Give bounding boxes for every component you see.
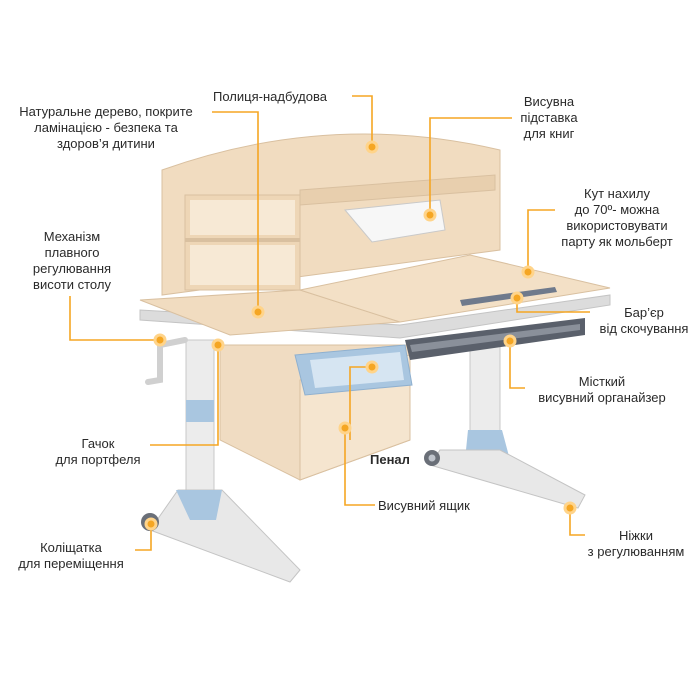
leader-legs	[569, 508, 585, 536]
label-natural-wood: Натуральне дерево, покрите ламінацією - …	[19, 104, 193, 151]
leader-height	[69, 296, 160, 341]
dot-hook	[211, 338, 225, 352]
leader-natural-wood	[212, 111, 259, 312]
label-barrier: Бар’єр від скочування	[599, 305, 689, 336]
dot-wheels	[144, 517, 158, 531]
right-leg	[424, 344, 586, 509]
label-height-mechanism: Механізм плавного регулювання висоти сто…	[32, 229, 112, 292]
leader-book-stand	[429, 117, 512, 215]
label-organizer: Місткий висувний органайзер	[538, 374, 666, 405]
organizer-drawer	[405, 318, 585, 360]
height-crank	[145, 337, 188, 385]
leader-lines	[69, 95, 590, 551]
hutch-left-cube	[184, 194, 301, 291]
callout-dots	[144, 140, 577, 531]
dot-tilt	[521, 265, 535, 279]
dot-organizer	[503, 334, 517, 348]
label-hook: Гачок для портфеля	[55, 436, 141, 467]
book-stand	[344, 199, 446, 243]
desk-illustration	[139, 133, 611, 583]
dot-height	[153, 333, 167, 347]
dot-barrier	[510, 291, 524, 305]
label-drawer: Висувний ящик	[378, 498, 470, 513]
label-wheels: Коліщатка для переміщення	[18, 540, 124, 571]
leader-pencil	[349, 366, 372, 440]
leader-organizer	[509, 341, 525, 389]
dot-book-stand	[423, 208, 437, 222]
leader-drawer	[344, 428, 375, 506]
leader-hook	[150, 345, 219, 446]
label-book-stand: Висувна підставка для книг	[520, 94, 578, 141]
leader-tilt	[527, 209, 555, 272]
dot-legs	[563, 501, 577, 515]
dot-drawer	[338, 421, 352, 435]
leader-shelf	[352, 95, 373, 147]
barrier-strip	[460, 287, 557, 306]
pencil-case-tray	[294, 344, 413, 396]
label-shelf: Полиця-надбудова	[213, 89, 327, 104]
label-legs: Ніжки з регулюванням	[587, 528, 685, 559]
left-leg	[149, 339, 301, 583]
label-pencil-case: Пенал	[370, 452, 410, 467]
dot-natural-wood	[251, 305, 265, 319]
dot-pencil	[365, 360, 379, 374]
leader-wheels	[135, 524, 152, 551]
label-tilt: Кут нахилу до 70º- можна використовувати…	[561, 186, 673, 249]
dot-shelf	[365, 140, 379, 154]
